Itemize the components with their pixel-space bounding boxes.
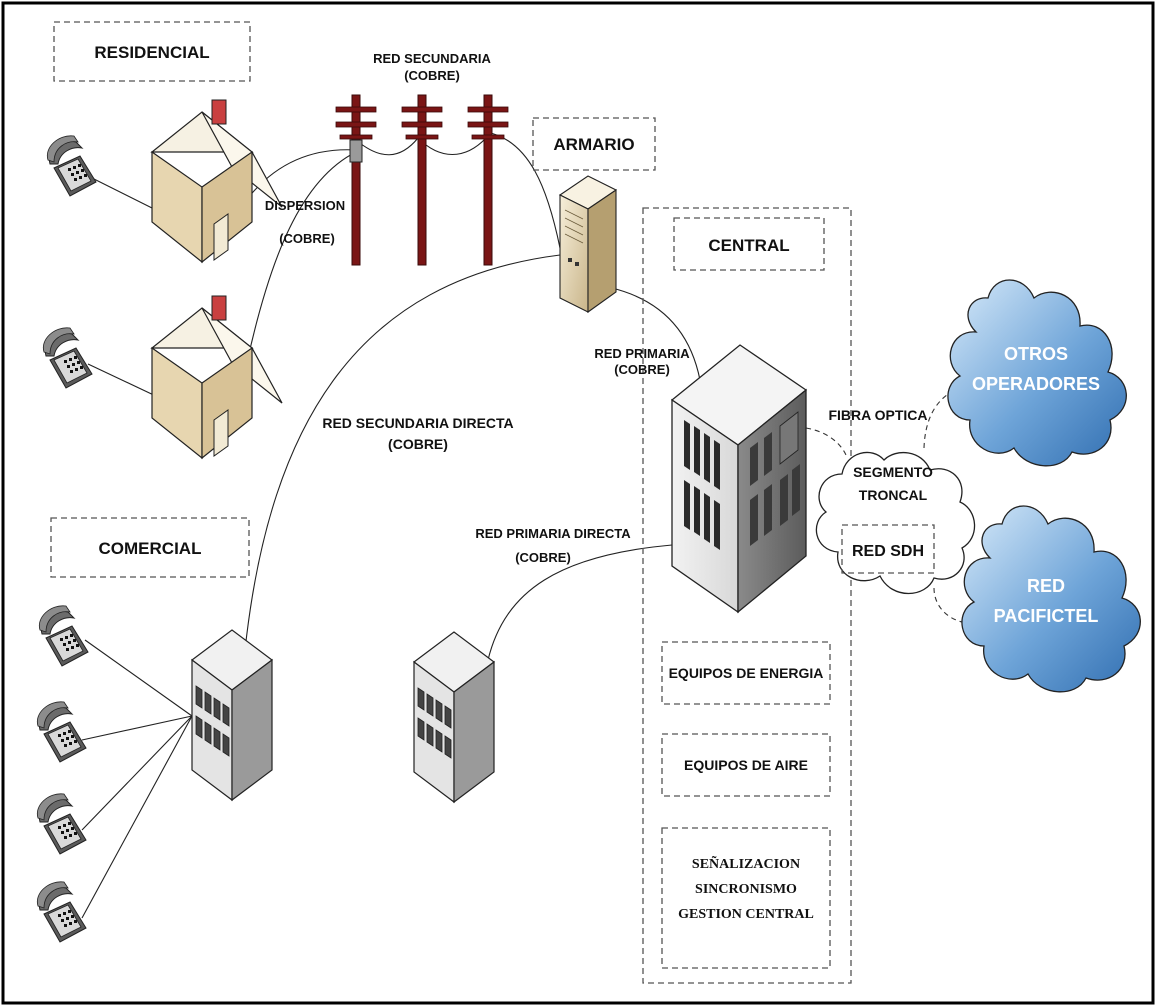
phone-residencial-1 [46, 135, 97, 197]
secundaria-sag-2 [417, 137, 487, 156]
pacifictel-label: PACIFICTEL [994, 606, 1099, 626]
fibra-central-wire [805, 427, 847, 456]
red-pacifictel-cloud [961, 505, 1141, 693]
primaria-directa-wire [487, 544, 673, 661]
building-comercial [191, 629, 273, 801]
otros-operadores-cloud [947, 279, 1127, 467]
phone-comercial-4 [36, 881, 87, 943]
pole-to-armario [485, 131, 561, 249]
senalizacion-label: SEÑALIZACION [692, 854, 800, 872]
comercial-label: COMERCIAL [99, 539, 202, 558]
sincronismo-label: SINCRONISMO [695, 882, 797, 897]
central-label: CENTRAL [708, 236, 789, 255]
segmento-label: SEGMENTO [853, 464, 933, 480]
red-primaria-label-1: RED PRIMARIA [594, 346, 690, 361]
phone-residencial-2 [42, 327, 93, 389]
dispersion-label-1: DISPERSION [265, 198, 345, 213]
pole-1 [335, 94, 377, 266]
wires [81, 131, 963, 919]
red-primaria-label-2: (COBRE) [614, 362, 670, 377]
phone-comercial-3 [36, 793, 87, 855]
aire-label: EQUIPOS DE AIRE [684, 757, 808, 773]
armario-label: ARMARIO [553, 135, 634, 154]
armario-box [532, 117, 656, 171]
senalizacion-box [661, 827, 831, 969]
fibra-optica-label: FIBRA OPTICA [828, 407, 927, 423]
aire-box [661, 733, 831, 797]
phone-house2-wire [87, 363, 161, 399]
pole-junction-box [349, 139, 363, 163]
primaria-directa-label-1: RED PRIMARIA DIRECTA [475, 526, 631, 541]
secundaria-directa-label-2: (COBRE) [388, 436, 448, 452]
phone-house1-wire [91, 177, 161, 213]
phone-c4-wire [81, 715, 193, 919]
phones [36, 135, 97, 943]
utility-poles [335, 94, 509, 266]
labels: RESIDENCIAL COMERCIAL ARMARIO CENTRAL RE… [94, 43, 1100, 922]
phone-comercial-2 [36, 701, 87, 763]
energia-box [661, 641, 831, 705]
dispersion-wire-2 [247, 151, 357, 359]
pole-3 [467, 94, 509, 266]
zone-boxes [50, 21, 852, 984]
central-title-box [673, 217, 825, 271]
building-primaria-directa [413, 631, 495, 803]
segmento-troncal-cloud [815, 451, 976, 595]
red-sdh-label: RED SDH [852, 543, 924, 560]
comercial-box [50, 517, 250, 578]
red-sdh-box [841, 524, 935, 574]
central-outer-box [642, 207, 852, 984]
red-secundaria-label-2: (COBRE) [404, 68, 460, 83]
phone-c3-wire [81, 715, 193, 831]
red-secundaria-label-1: RED SECUNDARIA [373, 51, 491, 66]
central-switch-tower [670, 344, 808, 614]
troncal-label: TRONCAL [859, 487, 928, 503]
phone-c2-wire [81, 715, 193, 741]
red-cloud-label: RED [1027, 576, 1065, 596]
phone-c1-wire [84, 639, 193, 717]
secundaria-directa-wire [244, 254, 561, 651]
secundaria-sag-1 [355, 137, 419, 156]
residencial-box [53, 21, 251, 82]
gestion-central-label: GESTION CENTRAL [678, 907, 814, 922]
primaria-directa-label-2: (COBRE) [515, 550, 571, 565]
operadores-label: OPERADORES [972, 374, 1100, 394]
pole-2 [401, 94, 443, 266]
fibra-pacifictel-wire [933, 587, 963, 623]
otros-label: OTROS [1004, 344, 1068, 364]
house-2 [151, 295, 283, 459]
dispersion-label-2: (COBRE) [279, 231, 335, 246]
secundaria-directa-label-1: RED SECUNDARIA DIRECTA [322, 415, 513, 431]
red-primaria-wire [611, 287, 701, 381]
energia-label: EQUIPOS DE ENERGIA [669, 665, 824, 681]
phone-comercial-1 [38, 605, 89, 667]
armario-cabinet [558, 175, 618, 314]
residencial-label: RESIDENCIAL [94, 43, 209, 62]
house-1 [151, 99, 283, 263]
